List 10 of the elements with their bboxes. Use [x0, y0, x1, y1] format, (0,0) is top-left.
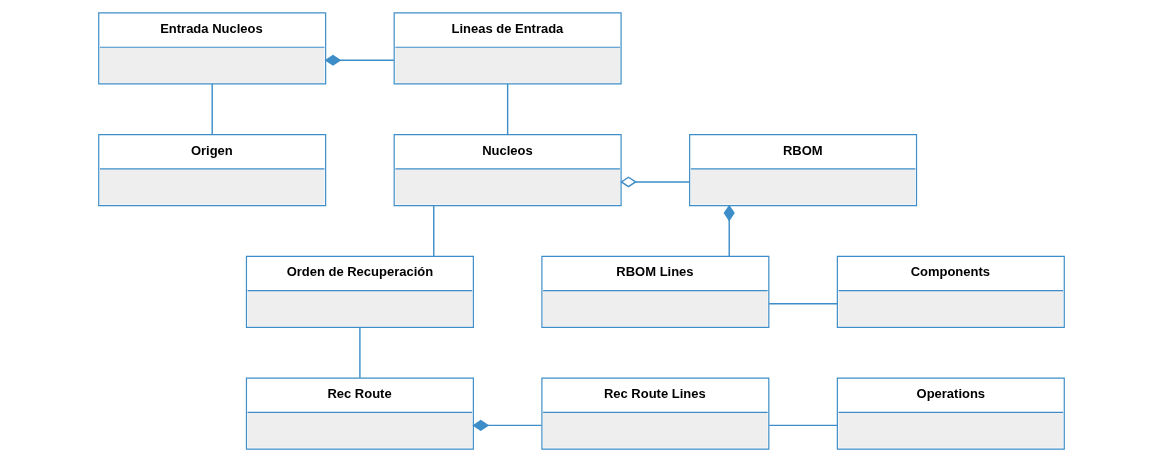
connector: [506, 83, 509, 136]
connector: [620, 176, 690, 188]
connector: [472, 419, 543, 431]
connector: [324, 54, 395, 66]
connector: [433, 204, 435, 257]
connector: [768, 302, 838, 305]
connector: [211, 83, 213, 136]
connector: [768, 424, 838, 427]
connector: [723, 204, 735, 258]
connector: [359, 326, 361, 379]
